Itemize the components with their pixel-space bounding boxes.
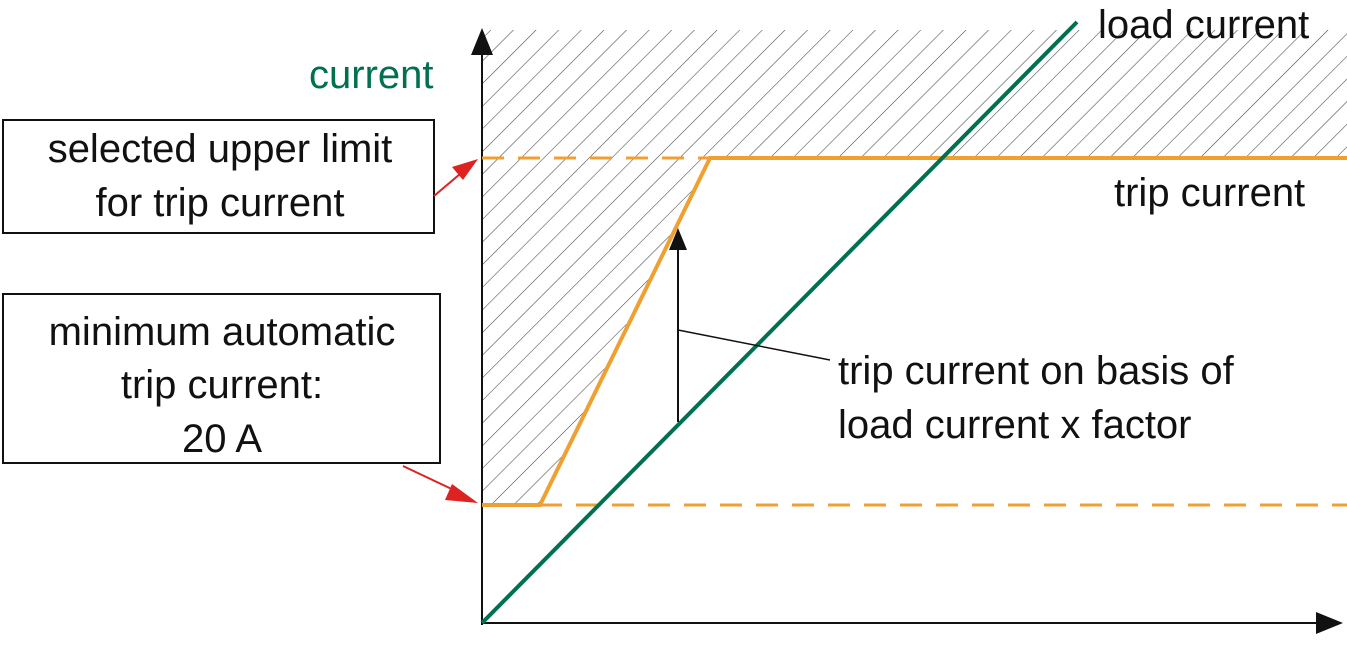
upper-limit-pointer-arrowhead <box>452 159 478 180</box>
upper-limit-callout-line1: selected upper limit <box>48 127 393 171</box>
minimum-trip-callout-line2: trip current: <box>121 363 323 407</box>
trip-current-label: trip current <box>1114 171 1305 215</box>
minimum-trip-callout-line1: minimum automatic <box>49 310 396 354</box>
upper-limit-callout-box <box>2 119 435 234</box>
load-current-line <box>480 20 1079 625</box>
factor-leader-line <box>677 329 831 361</box>
minimum-trip-pointer-arrowhead <box>445 484 478 503</box>
y-axis-label: current <box>309 53 434 97</box>
minimum-trip-pointer-line <box>402 465 459 493</box>
trip-current-curve <box>482 156 1347 507</box>
minimum-trip-callout-line3: 20 A <box>182 417 262 461</box>
load-current-label: load current <box>1098 3 1309 47</box>
y-axis-arrowhead <box>471 28 493 55</box>
trip-zone-upper-hatch <box>482 30 1347 505</box>
factor-note-line2: load current x factor <box>838 403 1192 447</box>
upper-limit-callout-line2: for trip current <box>96 181 345 225</box>
minimum-trip-callout-box <box>2 293 441 464</box>
upper-limit-pointer-line <box>433 173 461 197</box>
factor-arrowhead <box>669 228 687 250</box>
x-axis-arrowhead <box>1316 612 1343 634</box>
factor-note-line1: trip current on basis of <box>838 349 1235 393</box>
